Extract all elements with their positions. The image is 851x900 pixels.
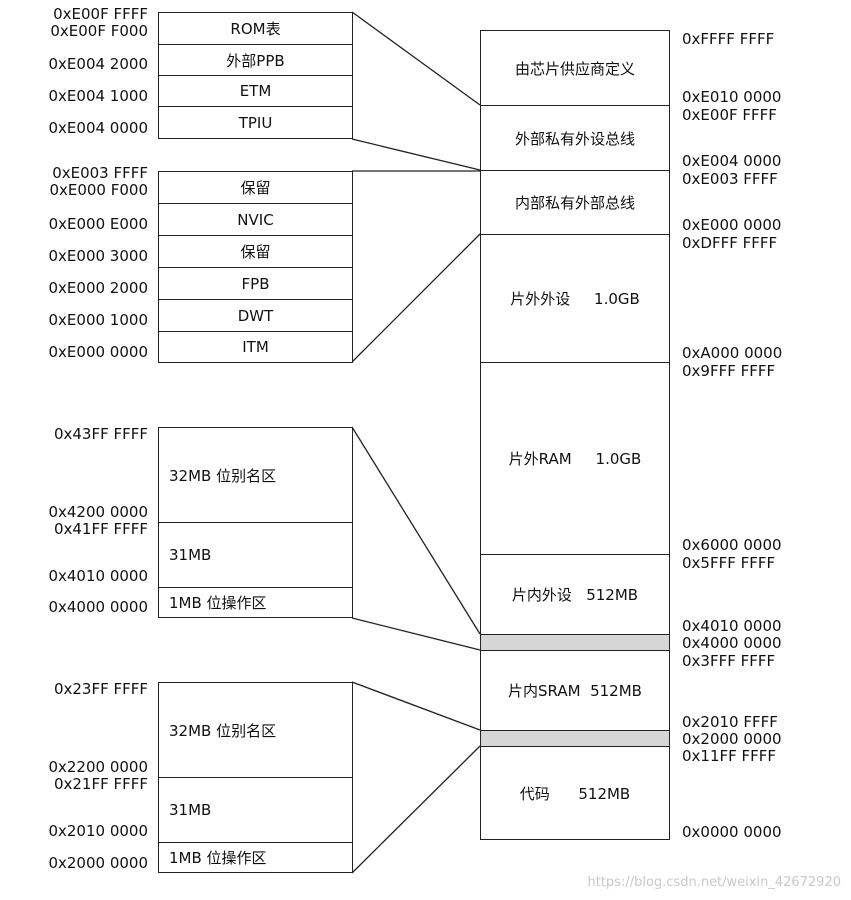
external-private-bus-region: 外部私有外设总线 bbox=[480, 105, 670, 170]
address-label: 0x2000 0000 bbox=[48, 854, 148, 872]
address-label: 0x4000 0000 bbox=[48, 598, 148, 616]
address-label: 0x11FF FFFF bbox=[682, 747, 777, 765]
address-label: 0x5FFF FFFF bbox=[682, 554, 776, 572]
address-label: 0xE000 3000 bbox=[48, 247, 148, 265]
alias-region-cell: 32MB 位别名区 bbox=[158, 427, 353, 522]
peripheral-region: 片内外设 512MB bbox=[480, 554, 670, 634]
alias-region-cell: 32MB 位别名区 bbox=[158, 682, 353, 777]
code-region: 代码 512MB bbox=[480, 746, 670, 840]
etm-cell: ETM bbox=[158, 75, 353, 106]
connector-line bbox=[351, 745, 481, 874]
connector-line bbox=[351, 681, 481, 731]
address-label: 0x4010 0000 bbox=[48, 567, 148, 585]
address-label: 0xE000 0000 bbox=[48, 343, 148, 361]
watermark: https://blog.csdn.net/weixin_42672920 bbox=[587, 875, 841, 890]
address-label: 0xE000 E000 bbox=[48, 215, 148, 233]
address-label: 0x2010 0000 bbox=[48, 822, 148, 840]
address-label: 0xE003 FFFF bbox=[52, 164, 148, 182]
address-label: 0xA000 0000 bbox=[682, 344, 783, 362]
address-label: 0x9FFF FFFF bbox=[682, 362, 776, 380]
sram-bitband-highlight bbox=[480, 730, 670, 746]
sram-region: 片内SRAM 512MB bbox=[480, 650, 670, 730]
external-device-region: 片外外设 1.0GB bbox=[480, 234, 670, 362]
address-label: 0xE00F FFFF bbox=[53, 5, 148, 23]
address-label: 0x0000 0000 bbox=[682, 823, 782, 841]
address-label: 0x41FF FFFF bbox=[53, 520, 148, 538]
connector-line bbox=[351, 11, 481, 106]
address-label: 0xE004 1000 bbox=[48, 87, 148, 105]
address-label: 0x6000 0000 bbox=[682, 536, 782, 554]
bitband-region-cell: 1MB 位操作区 bbox=[158, 587, 353, 618]
bitband-region-cell: 1MB 位操作区 bbox=[158, 842, 353, 873]
reserved-cell: 保留 bbox=[158, 235, 353, 267]
address-label: 0x21FF FFFF bbox=[53, 775, 148, 793]
address-label: 0xE004 0000 bbox=[48, 119, 148, 137]
dwt-cell: DWT bbox=[158, 299, 353, 331]
peripheral-bitband-highlight bbox=[480, 634, 670, 650]
address-label: 0xE000 2000 bbox=[48, 279, 148, 297]
connector-line bbox=[351, 617, 481, 651]
address-label: 0xE004 0000 bbox=[682, 152, 782, 170]
itm-cell: ITM bbox=[158, 331, 353, 363]
address-label: 0xE000 F000 bbox=[49, 181, 148, 199]
address-label: 0x2010 FFFF bbox=[682, 713, 778, 731]
tpiu-cell: TPIU bbox=[158, 106, 353, 139]
internal-private-bus-region: 内部私有外部总线 bbox=[480, 170, 670, 234]
rom-table-cell: ROM表 bbox=[158, 12, 353, 44]
address-label: 0xE004 2000 bbox=[48, 55, 148, 73]
reserved-cell: 保留 bbox=[158, 171, 353, 203]
reserved-31mb-cell: 31MB bbox=[158, 522, 353, 587]
connector-line bbox=[351, 233, 481, 363]
address-label: 0x4200 0000 bbox=[48, 503, 148, 521]
address-label: 0xDFFF FFFF bbox=[682, 234, 778, 252]
external-ppb-cell: 外部PPB bbox=[158, 44, 353, 75]
connector-line bbox=[351, 138, 481, 171]
address-label: 0x2000 0000 bbox=[682, 730, 782, 748]
nvic-cell: NVIC bbox=[158, 203, 353, 235]
address-label: 0xE010 0000 bbox=[682, 88, 782, 106]
address-label: 0xE000 0000 bbox=[682, 216, 782, 234]
address-label: 0x4010 0000 bbox=[682, 617, 782, 635]
external-ram-region: 片外RAM 1.0GB bbox=[480, 362, 670, 554]
address-label: 0x4000 0000 bbox=[682, 634, 782, 652]
connector-line bbox=[351, 426, 481, 635]
vendor-defined-region: 由芯片供应商定义 bbox=[480, 30, 670, 105]
address-label: 0xFFFF FFFF bbox=[682, 30, 775, 48]
reserved-31mb-cell: 31MB bbox=[158, 777, 353, 842]
address-label: 0xE000 1000 bbox=[48, 311, 148, 329]
address-label: 0xE003 FFFF bbox=[682, 170, 778, 188]
address-label: 0xE00F F000 bbox=[50, 22, 148, 40]
address-label: 0x3FFF FFFF bbox=[682, 652, 776, 670]
address-label: 0x2200 0000 bbox=[48, 758, 148, 776]
address-label: 0x43FF FFFF bbox=[53, 425, 148, 443]
address-label: 0x23FF FFFF bbox=[53, 680, 148, 698]
address-label: 0xE00F FFFF bbox=[682, 106, 777, 124]
fpb-cell: FPB bbox=[158, 267, 353, 299]
